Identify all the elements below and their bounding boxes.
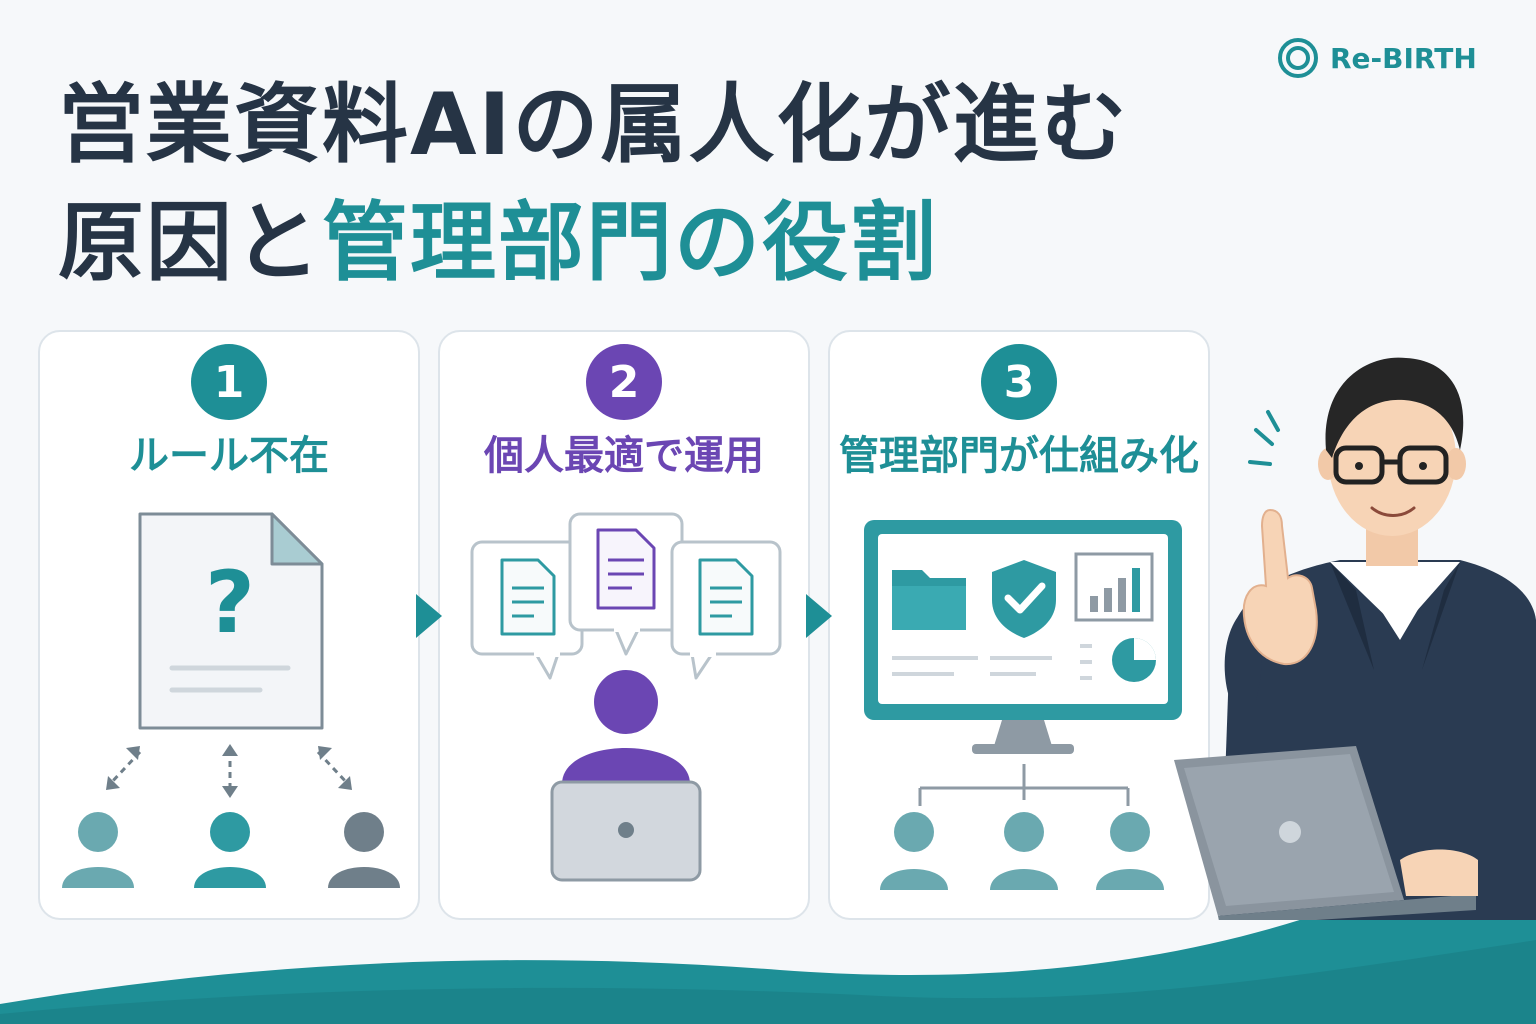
pie-chart-icon bbox=[1080, 638, 1156, 682]
person-icon-right bbox=[328, 812, 400, 888]
businessman-laptop-icon bbox=[1174, 746, 1476, 920]
step-3-badge: 3 bbox=[981, 344, 1057, 420]
step-2-number: 2 bbox=[608, 356, 640, 408]
laptop-icon bbox=[550, 780, 702, 882]
purple-person-icon bbox=[562, 670, 690, 784]
step-1-number: 1 bbox=[213, 356, 245, 408]
bar-chart-icon bbox=[1074, 552, 1154, 622]
folder-icon bbox=[892, 570, 966, 630]
pointing-businessman-icon bbox=[1174, 357, 1536, 920]
team-person-center bbox=[990, 812, 1058, 890]
step-3-number: 3 bbox=[1003, 356, 1035, 408]
step-card-1: 1 ルール不在 ? bbox=[38, 330, 420, 920]
person-icon-center bbox=[194, 812, 266, 888]
speech-bubble-left bbox=[470, 540, 584, 680]
question-document-icon: ? bbox=[62, 512, 400, 888]
step-3-label: 管理部門が仕組み化 bbox=[839, 433, 1199, 479]
step-2-badge: 2 bbox=[586, 344, 662, 420]
personal-laptop-icon bbox=[470, 512, 782, 882]
speech-bubble-center bbox=[568, 512, 684, 656]
brand-name: Re-BIRTH bbox=[1330, 41, 1477, 75]
title-line-2-accent: 管理部門の役割 bbox=[322, 193, 938, 293]
chevron-right-icon-2 bbox=[806, 594, 832, 638]
page-title: 営業資料AIの属人化が進む 原因と管理部門の役割 bbox=[58, 66, 1129, 302]
title-line-1: 営業資料AIの属人化が進む bbox=[58, 75, 1129, 175]
speech-bubble-right bbox=[670, 540, 782, 680]
step-1-label: ルール不在 bbox=[129, 433, 329, 479]
chevron-right-icon-1 bbox=[416, 594, 442, 638]
title-line-2-plain: 原因と bbox=[58, 193, 322, 293]
person-icon-left bbox=[62, 812, 134, 888]
team-person-left bbox=[880, 812, 948, 890]
ring-logo-icon bbox=[1278, 38, 1318, 78]
management-monitor-icon bbox=[864, 520, 1182, 890]
step-card-3: 3 管理部門が仕組み化 bbox=[828, 330, 1210, 920]
step-2-label: 個人最適で運用 bbox=[484, 433, 764, 479]
title-line-2: 原因と管理部門の役割 bbox=[58, 184, 1129, 302]
team-person-right bbox=[1096, 812, 1164, 890]
shield-check-icon bbox=[992, 560, 1056, 638]
brand-logo: Re-BIRTH bbox=[1276, 36, 1477, 80]
question-mark: ? bbox=[205, 553, 255, 653]
step-1-badge: 1 bbox=[191, 344, 267, 420]
step-card-2: 2 個人最適で運用 bbox=[438, 330, 810, 920]
